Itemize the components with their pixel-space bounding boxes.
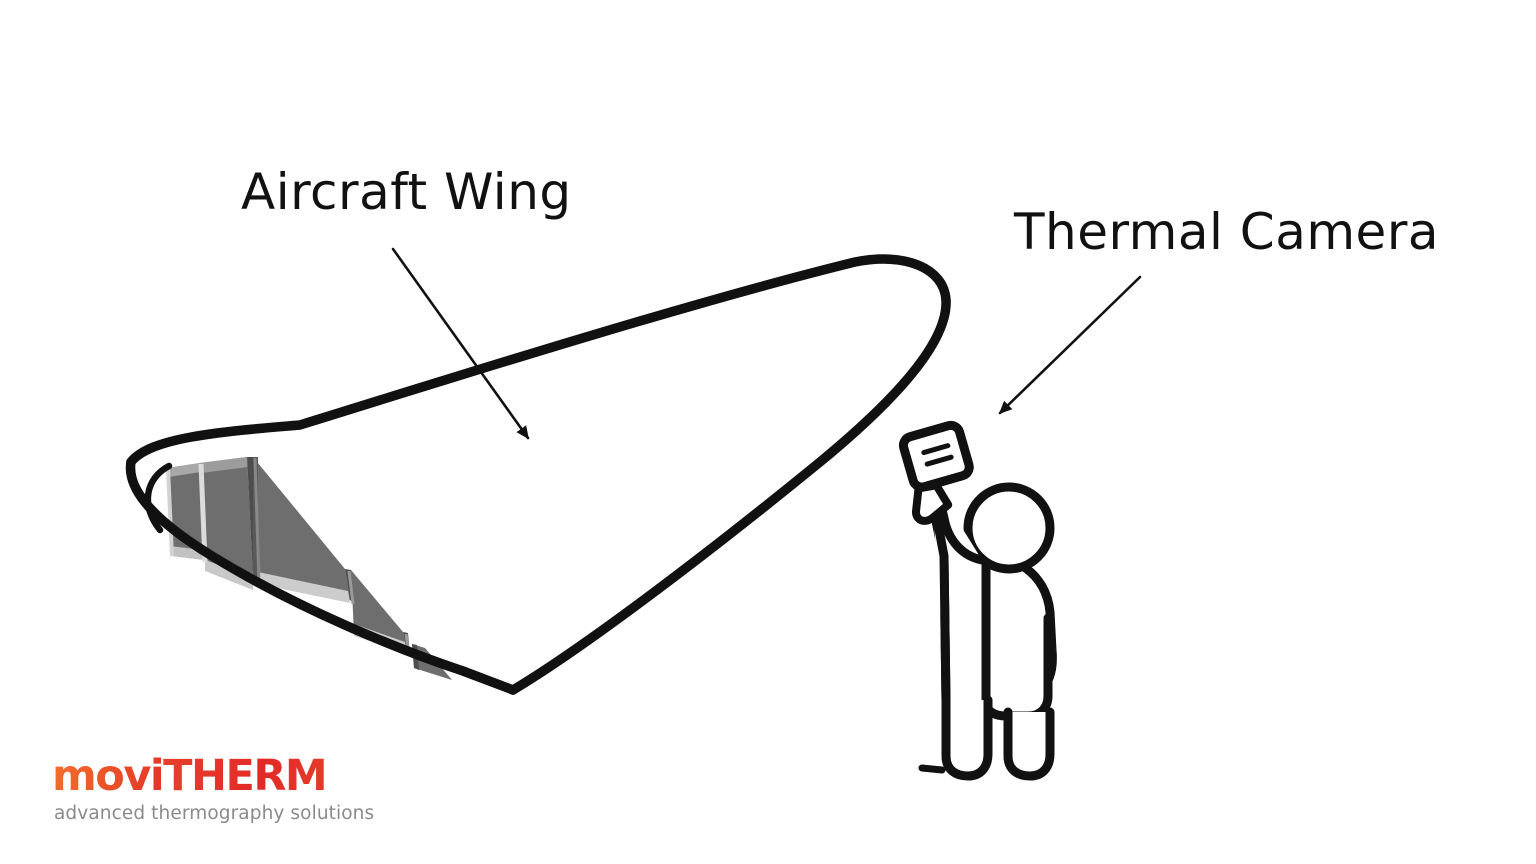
- movitherm-logo[interactable]: moviTHERM advanced thermography solution…: [52, 755, 375, 825]
- wing-internal-structure: [166, 457, 452, 680]
- label-aircraft-wing: Aircraft Wing: [241, 163, 572, 221]
- arrow-to-camera: [998, 275, 1142, 415]
- logo-wordmark: moviTHERM: [52, 755, 374, 798]
- rib-cap-top-1: [167, 463, 201, 477]
- wing-leading-edge: [126, 254, 951, 467]
- rib-cap-bottom-2: [205, 560, 253, 590]
- spar-post-4: [347, 570, 355, 605]
- logo-therm-text: THERM: [163, 751, 328, 801]
- wing-tip-trailing: [508, 295, 951, 695]
- rib-cap-top-2: [200, 457, 248, 473]
- wing-rib-cell-3: [253, 457, 354, 604]
- wing-nose-rib: [144, 462, 173, 534]
- technician-figure: [918, 474, 1057, 781]
- aircraft-wing: [125, 254, 951, 695]
- arrow-to-wing: [391, 247, 530, 440]
- figure-head: [963, 482, 1055, 574]
- spar-post-3: [253, 457, 261, 584]
- camera-screen-line-2: [924, 454, 954, 467]
- figure-left-leg: [941, 695, 993, 781]
- rib-web-2: [200, 457, 253, 578]
- camera-handle: [911, 481, 953, 525]
- wing-root-notch: [458, 666, 518, 695]
- wing-lower-surface: [125, 457, 468, 676]
- figure-right-leg: [1003, 707, 1055, 781]
- rib-web-3: [253, 457, 350, 600]
- logo-movi-text: movi: [52, 751, 165, 801]
- thermal-camera: [898, 420, 974, 525]
- spar-post-1: [166, 467, 174, 557]
- figure-ground-mark: [918, 764, 946, 774]
- logo-tagline: advanced thermography solutions: [54, 803, 375, 824]
- label-thermal-camera: Thermal Camera: [1014, 203, 1440, 261]
- camera-screen-line-1: [921, 443, 951, 456]
- rib-cap-bottom-3: [258, 572, 350, 603]
- camera-body: [898, 420, 974, 492]
